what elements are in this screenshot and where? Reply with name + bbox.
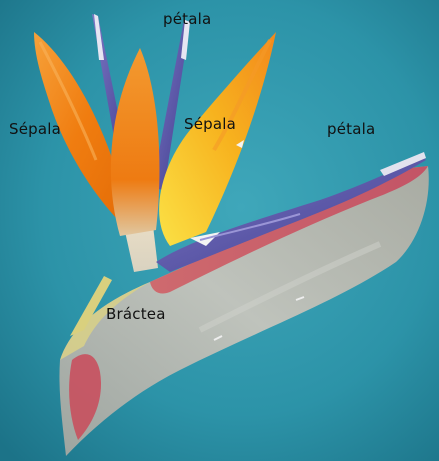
label-sepala-left: Sépala xyxy=(9,122,61,137)
label-bractea: Bráctea xyxy=(106,307,166,322)
label-sepala-right: Sépala xyxy=(184,117,236,132)
label-petala-right: pétala xyxy=(327,122,375,137)
label-petala-top: pétala xyxy=(163,12,211,27)
